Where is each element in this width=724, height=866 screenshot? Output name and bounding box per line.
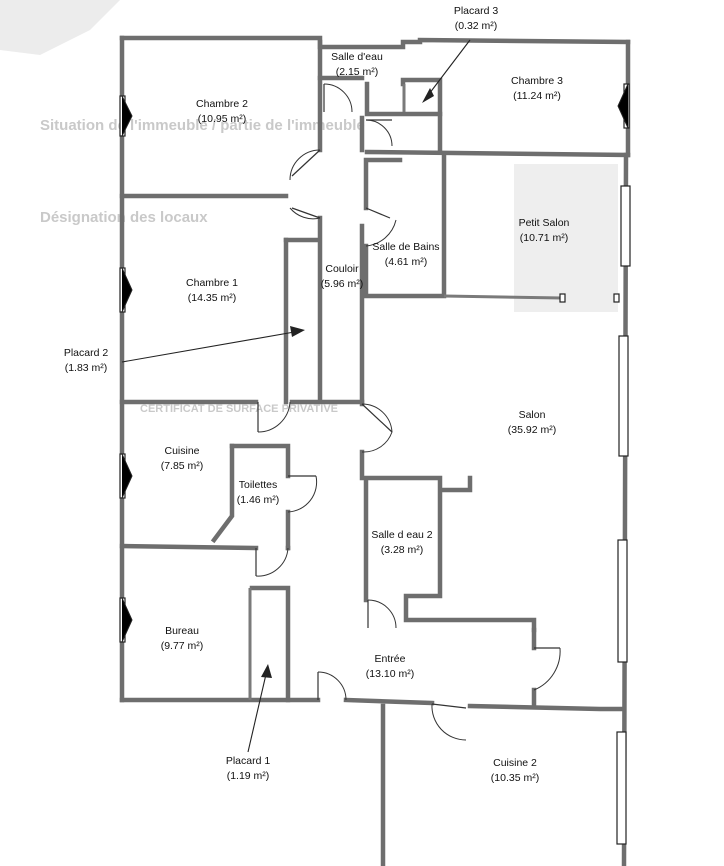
door-sdb-arc [365, 219, 397, 247]
walls [119, 35, 631, 866]
room-area-couloir: (5.96 m²) [321, 278, 364, 290]
scan-photo-block [514, 164, 618, 312]
toilettes-walls [229, 443, 291, 551]
door-cuisine2-arc [431, 703, 467, 741]
door-chambre2-arc [289, 149, 321, 181]
door-salle-deau-arc [323, 83, 353, 113]
outer-wall-bottom [119, 697, 625, 712]
window-chambre1 [119, 267, 133, 313]
wall-cuisine-bureau [119, 543, 291, 551]
window-chambre3 [617, 83, 630, 129]
room-area-chambre-1: (14.35 m²) [188, 292, 236, 304]
room-area-cuisine: (7.85 m²) [161, 460, 204, 472]
pointer-arrows [121, 39, 471, 753]
window-bureau [119, 597, 133, 643]
post-right [613, 293, 620, 303]
room-area-cuisine-2: (10.35 m²) [491, 772, 539, 784]
couloir-left-wall [283, 39, 323, 403]
room-name-chambre-2: Chambre 2 [196, 98, 248, 110]
room-area-placard-3: (0.32 m²) [455, 20, 498, 32]
window-salon-2 [617, 539, 628, 663]
room-name-entree: Entrée [375, 653, 406, 665]
room-name-toilettes: Toilettes [239, 479, 278, 491]
window-salon-1 [618, 335, 629, 457]
room-name-salle-de-bains: Salle de Bains [372, 241, 439, 253]
door-salon-side-arc [533, 647, 561, 691]
room-name-petit-salon: Petit Salon [519, 217, 570, 229]
windows [119, 83, 631, 845]
salle-de-bains-walls [363, 153, 447, 299]
salle-deau2-walls [363, 475, 537, 633]
room-area-chambre-3: (11.24 m²) [513, 90, 561, 102]
arrow-placard2-head [290, 326, 305, 337]
window-petit-salon [620, 185, 631, 267]
arrow-placard2 [121, 330, 301, 363]
room-name-chambre-1: Chambre 1 [186, 277, 238, 289]
toilettes-left-wall [210, 443, 235, 544]
room-area-entree: (13.10 m²) [366, 668, 414, 680]
window-cuisine [119, 453, 133, 499]
door-entree-arc [317, 671, 347, 701]
door-salon-arc [361, 403, 393, 453]
room-name-couloir: Couloir [325, 263, 359, 275]
room-area-bureau: (9.77 m²) [161, 640, 204, 652]
wall-chambre3-bottom [364, 111, 631, 158]
window-chambre2 [119, 95, 133, 137]
door-bureau-arc [255, 547, 289, 577]
door-chambre3-arc [365, 119, 393, 147]
room-name-chambre-3: Chambre 3 [511, 75, 563, 87]
room-name-placard-1: Placard 1 [226, 755, 271, 767]
arrow-placard3 [425, 39, 471, 99]
scan-smudge [0, 0, 120, 55]
room-name-cuisine-2: Cuisine 2 [493, 757, 537, 769]
arrow-placard1 [247, 669, 268, 753]
room-name-cuisine: Cuisine [164, 445, 199, 457]
room-labels: Chambre 2 (10.95 m²) Salle d'eau (2.15 m… [64, 5, 570, 784]
room-name-salon: Salon [519, 409, 546, 421]
arrow-placard1-head [261, 664, 272, 678]
room-name-salle-deau: Salle d'eau [331, 51, 383, 63]
room-name-placard-2: Placard 2 [64, 347, 109, 359]
placard1-wall [249, 585, 291, 703]
room-area-salle-de-bains: (4.61 m²) [385, 256, 428, 268]
wall-petit-salon-bottom [443, 294, 563, 300]
room-area-salle-deau-2: (3.28 m²) [381, 544, 424, 556]
room-name-bureau: Bureau [165, 625, 199, 637]
door-sdb-leaf [365, 207, 391, 219]
room-area-placard-2: (1.83 m²) [65, 362, 108, 374]
ghost-certificate-text: CERTIFICAT DE SURFACE PRIVATIVE [140, 403, 338, 415]
door-chambre1-arc [289, 207, 321, 220]
room-area-salon: (35.92 m²) [508, 424, 556, 436]
room-area-petit-salon: (10.71 m²) [520, 232, 568, 244]
doors [255, 83, 561, 741]
post-left [559, 293, 566, 303]
room-area-salle-deau: (2.15 m²) [336, 66, 379, 78]
outer-wall-top [119, 35, 631, 50]
arrow-placard3-head [422, 88, 434, 103]
room-area-chambre-2: (10.95 m²) [198, 113, 246, 125]
door-chambre1-leaf [291, 207, 321, 219]
room-area-placard-1: (1.19 m²) [227, 770, 270, 782]
door-chambre2-leaf [291, 149, 321, 177]
room-area-toilettes: (1.46 m²) [237, 494, 280, 506]
door-cuisine2-leaf [431, 703, 467, 709]
door-toilettes-arc [287, 475, 318, 513]
door-sde2-arc [367, 599, 397, 629]
door-cuisine-arc [257, 401, 291, 433]
room-name-placard-3: Placard 3 [454, 5, 499, 17]
door-salon-leaf [361, 403, 393, 433]
room-name-salle-deau-2: Salle d eau 2 [371, 529, 432, 541]
window-cuisine2 [616, 731, 627, 845]
salle-deau-walls [317, 75, 443, 117]
